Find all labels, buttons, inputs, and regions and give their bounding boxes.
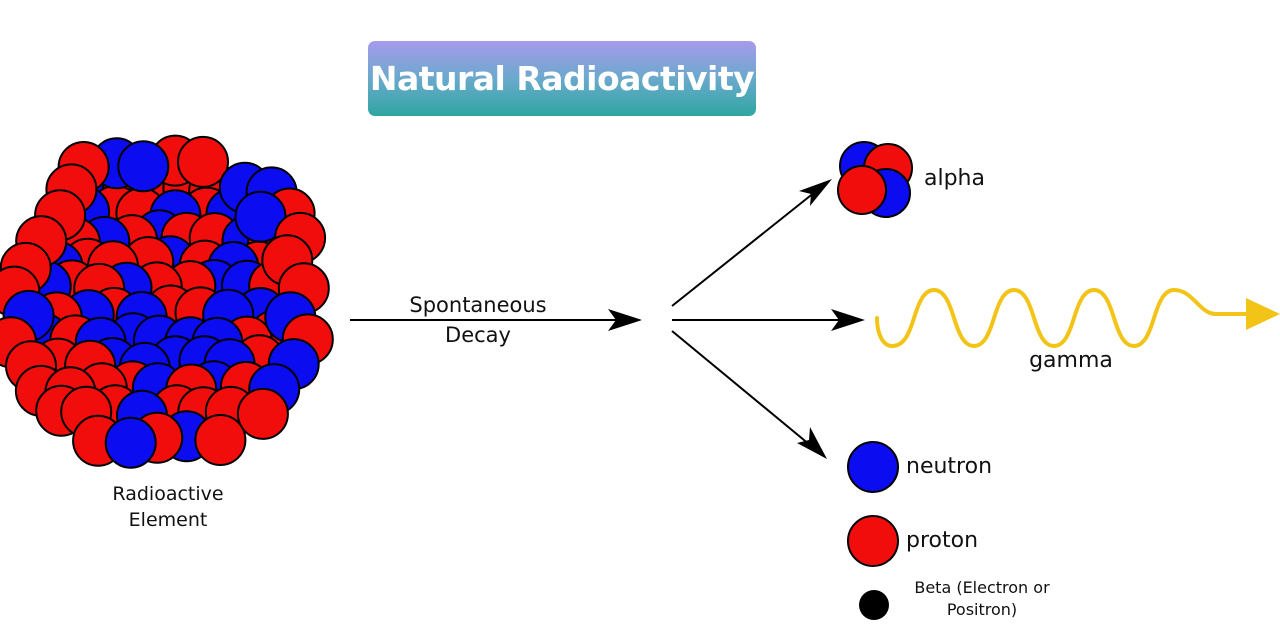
- nucleus-proton: [236, 387, 289, 440]
- arrow-to-alpha: [671, 179, 832, 307]
- alpha-particle: [837, 141, 913, 218]
- alpha-proton: [837, 165, 887, 215]
- neutron-label: neutron: [906, 454, 992, 479]
- proton-label: proton: [906, 528, 978, 553]
- beta-label-line2: Positron): [947, 600, 1017, 619]
- beta-symbol: [859, 590, 889, 620]
- arrow-to-beta: [671, 330, 827, 459]
- neutron-symbol: [847, 441, 899, 493]
- title-banner: Natural Radioactivity: [368, 41, 756, 116]
- gamma-arrowhead: [1246, 298, 1280, 330]
- nucleus-label-line2: Element: [129, 509, 208, 531]
- diagram-title: Natural Radioactivity: [369, 59, 755, 98]
- alpha-label: alpha: [924, 166, 985, 191]
- beta-label-line1: Beta (Electron or: [914, 578, 1050, 597]
- gamma-wave: [875, 287, 1280, 349]
- nucleus-neutron: [104, 416, 157, 469]
- gamma-label: gamma: [1029, 348, 1113, 373]
- arrow-to-gamma: [672, 309, 865, 331]
- nucleus-proton: [194, 414, 247, 466]
- radioactive-nucleus: [0, 134, 334, 469]
- nucleus-label-line1: Radioactive: [112, 483, 223, 505]
- nucleus-neutron: [117, 140, 170, 193]
- decay-arrow: [350, 309, 642, 331]
- decay-label-line2: Decay: [445, 323, 511, 347]
- proton-symbol: [847, 515, 899, 567]
- decay-label-line1: Spontaneous: [409, 293, 546, 317]
- nucleus-proton: [177, 135, 229, 188]
